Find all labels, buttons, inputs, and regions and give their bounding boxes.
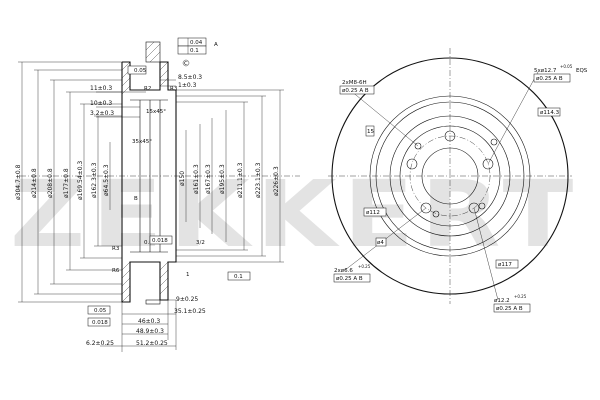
boxed-dim-3: 15 (367, 129, 374, 135)
boxed-dim-2: ø117 (498, 262, 512, 268)
hole-frame-2: ø0.25 A B (336, 276, 363, 282)
hole-tol-2: +0.25 (514, 294, 527, 299)
boxed-dim-0: ø114.3 (540, 110, 560, 116)
radius-label-r3-top: R3 (170, 86, 178, 92)
dim-left-5: ø162.3±0.3 (91, 162, 98, 198)
radius-label-r2: R2 (144, 86, 151, 92)
radius-label-r6: R6 (112, 268, 120, 274)
tol-frame-1: 0.1 (190, 48, 199, 54)
boxed-dim-4: ø4 (377, 240, 384, 246)
dim-bottom-3: 48.9±0.3 (136, 328, 164, 335)
datum-circle-c: C (184, 61, 188, 67)
dim-bottom-2: 46±0.3 (138, 318, 160, 325)
hole-frame-3: ø0.25 A B (496, 306, 523, 312)
angle-label-eqs: EQS (576, 68, 588, 74)
tol-frame-2: 0.05 (134, 68, 147, 74)
dim-bottom-4: 51.2±0.25 (136, 340, 168, 347)
dim-left-1: ø214±0.8 (31, 168, 38, 198)
hole-note-12: ø12.2 (494, 298, 510, 304)
dim-left-0: ø304.7±0.8 (15, 164, 22, 200)
chamfer-label-15: 15x45° (146, 109, 166, 115)
dim-top-1: 10±0.3 (90, 100, 112, 107)
hole-frame-1: ø0.25 A B (536, 76, 563, 82)
dim-left-2: ø208±0.8 (47, 168, 54, 198)
hole-note-stud: 5xø12.7 (534, 68, 557, 74)
dim-right-0: ø150 (179, 171, 186, 186)
dim-top-2: 3.2±0.3 (90, 110, 114, 117)
datum-a: A (214, 42, 218, 48)
dim-top-4: 1±0.3 (178, 82, 197, 89)
dim-bottom-1: 35.1±0.25 (174, 308, 206, 315)
chamfer-label-35: 35x45° (132, 139, 152, 145)
tol-frame-0: 0.04 (190, 40, 203, 46)
dim-bottom-5: 6.2±0.25 (86, 340, 114, 347)
dim-right-4: ø211.1±0.3 (237, 162, 244, 198)
boxed-dim-1: ø112 (366, 210, 380, 216)
dim-bottom-0: 9±0.25 (176, 296, 198, 303)
hole-frame-0: ø0.25 A B (342, 88, 369, 94)
tol-frame-5: 0.1 (234, 274, 243, 280)
tol-frame-6: 0.018 (152, 238, 168, 244)
radius-label-r3-bottom: R3 (112, 246, 120, 252)
dim-top-3: 8.5±0.3 (178, 74, 202, 81)
section-view: ø304.7±0.8 ø214±0.8 ø208±0.8 ø177±0.8 ø1… (15, 37, 300, 352)
dim-left-4: ø169.54±0.3 (77, 161, 84, 200)
surface-label: 3/2 (196, 240, 205, 246)
hole-tol-0: +0.05 (560, 64, 573, 69)
tol-frame-4: 0.018 (92, 320, 108, 326)
datum-b: B (134, 196, 138, 202)
dim-right-2: ø167±0.3 (205, 164, 212, 194)
hole-note-small: 2xø6.6 (334, 268, 353, 274)
dim-right-1: ø161±0.3 (193, 164, 200, 194)
dim-right-6: ø226±0.3 (273, 166, 280, 196)
leader-label-1: 1 (186, 272, 190, 278)
dim-right-3: ø195±0.3 (219, 164, 226, 194)
front-view: 2xM8-6H ø0.25 A B 5xø12.7 +0.05 EQS ø0.2… (328, 48, 588, 313)
dim-left-3: ø177±0.8 (63, 168, 70, 198)
tol-frame-3: 0.05 (94, 308, 107, 314)
hole-note-m8: 2xM8-6H (342, 80, 367, 86)
dim-right-5: ø223.1±0.3 (255, 162, 262, 198)
dim-top-0: 11±0.3 (90, 85, 112, 92)
hole-tol-1: +0.25 (358, 264, 371, 269)
dim-left-6: ø64.5±0.3 (103, 164, 110, 196)
